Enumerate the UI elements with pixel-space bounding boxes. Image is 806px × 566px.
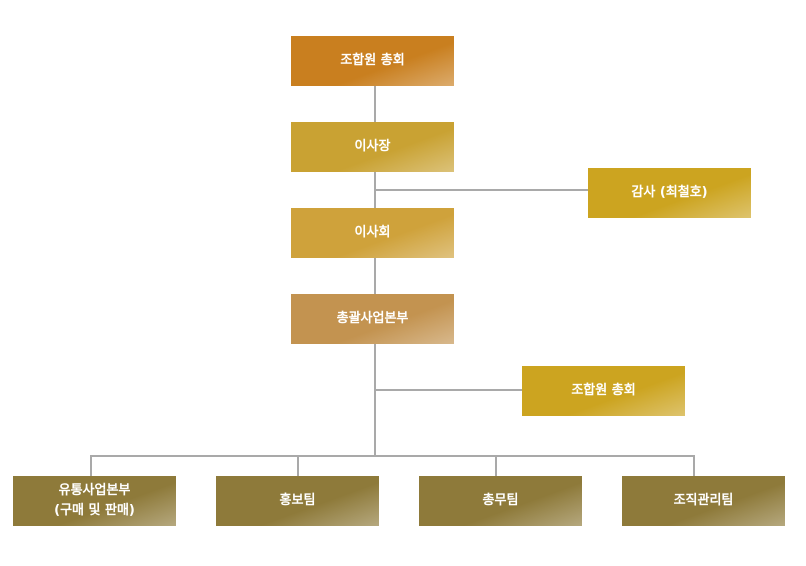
team-distribution-name: 유통사업본부 <box>58 483 131 498</box>
chairman-label: 이사장 <box>354 139 391 154</box>
team-general-affairs-box: 총무팀 <box>419 476 582 526</box>
connector-teams-horizontal <box>90 455 695 457</box>
side-meeting-label: 조합원 총회 <box>571 383 636 398</box>
headquarters-box: 총괄사업본부 <box>291 294 454 344</box>
connector-team-3 <box>495 455 497 476</box>
team-organization-label: 조직관리팀 <box>673 493 734 508</box>
team-pr-label: 홍보팀 <box>279 493 316 508</box>
connector-team-2 <box>297 455 299 476</box>
connector-team-1 <box>90 455 92 476</box>
connector-main-vertical <box>374 86 376 456</box>
team-pr-box: 홍보팀 <box>216 476 379 526</box>
team-distribution-subtitle: (구매 및 판매) <box>54 503 135 518</box>
headquarters-label: 총괄사업본부 <box>336 311 409 326</box>
general-meeting-label: 조합원 총회 <box>340 53 405 68</box>
chairman-box: 이사장 <box>291 122 454 172</box>
board-label: 이사회 <box>354 225 391 240</box>
team-distribution-label: 유통사업본부 (구매 및 판매) <box>54 481 135 521</box>
team-general-affairs-label: 총무팀 <box>482 493 519 508</box>
side-meeting-box: 조합원 총회 <box>522 366 685 416</box>
connector-side-meeting <box>375 389 522 391</box>
auditor-box: 감사 (최철호) <box>588 168 751 218</box>
board-box: 이사회 <box>291 208 454 258</box>
connector-auditor <box>375 189 588 191</box>
connector-team-4 <box>693 455 695 476</box>
team-distribution-box: 유통사업본부 (구매 및 판매) <box>13 476 176 526</box>
auditor-label: 감사 (최철호) <box>631 185 708 200</box>
team-organization-box: 조직관리팀 <box>622 476 785 526</box>
general-meeting-box: 조합원 총회 <box>291 36 454 86</box>
